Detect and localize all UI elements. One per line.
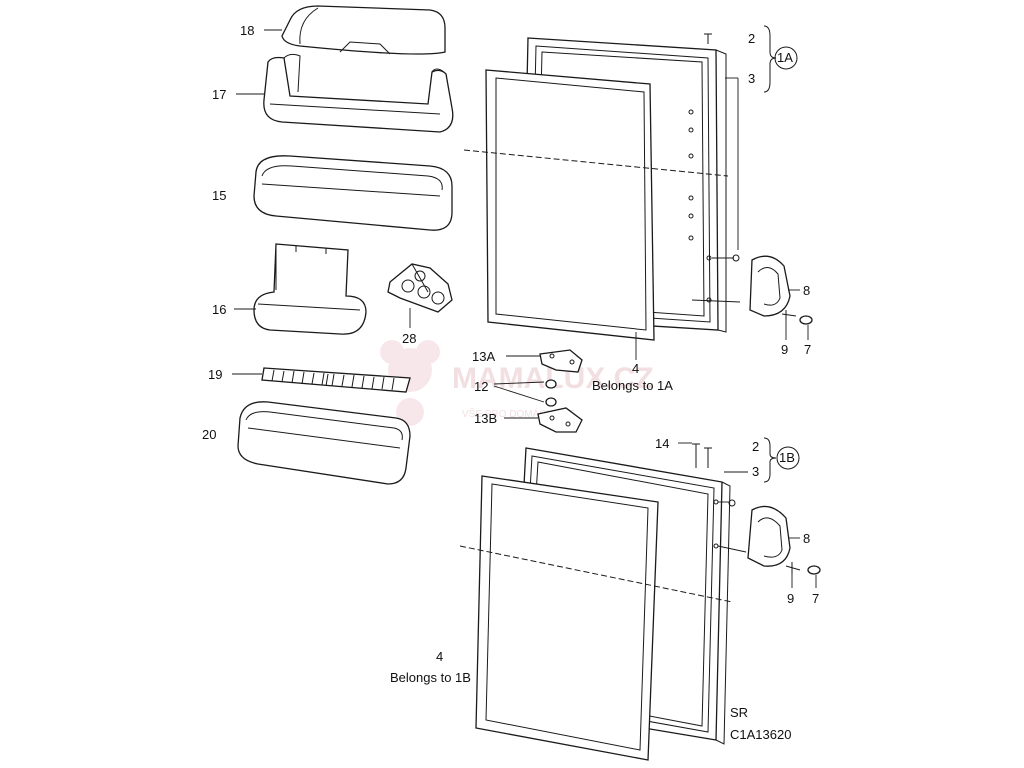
label-part-13a: 13A: [472, 349, 495, 364]
label-belongs-1b: Belongs to 1B: [390, 670, 471, 685]
brace-upper: [763, 25, 777, 93]
part-19-grille: [261, 367, 411, 393]
part-9-screw-upper: [781, 310, 797, 320]
label-part-2-lower: 2: [752, 439, 759, 454]
label-part-13b: 13B: [474, 411, 497, 426]
label-part-7-upper: 7: [804, 342, 811, 357]
part-13a-hinge: [539, 349, 583, 373]
label-part-9-upper: 9: [781, 342, 788, 357]
label-part-18: 18: [240, 23, 254, 38]
part-12-bushing: [545, 379, 557, 407]
label-belongs-1a: Belongs to 1A: [592, 378, 673, 393]
label-part-7-lower: 7: [812, 591, 819, 606]
part-16-small-bin: [253, 243, 367, 335]
drawing-code: C1A13620: [730, 727, 791, 742]
brace-lower: [763, 437, 777, 483]
label-part-4-lower: 4: [436, 649, 443, 664]
part-14-screws: [692, 443, 712, 468]
label-part-20: 20: [202, 427, 216, 442]
label-part-19: 19: [208, 367, 222, 382]
label-part-17: 17: [212, 87, 226, 102]
part-15-door-bin: [253, 155, 453, 231]
part-20-bottle-bin: [237, 401, 411, 485]
label-part-9-lower: 9: [787, 591, 794, 606]
label-part-8-upper: 8: [803, 283, 810, 298]
label-part-3-lower: 3: [752, 464, 759, 479]
part-13b-hinge: [537, 407, 583, 433]
label-part-16: 16: [212, 302, 226, 317]
upper-door-gasket-4: [485, 69, 655, 341]
label-part-12: 12: [474, 379, 488, 394]
label-part-28: 28: [402, 331, 416, 346]
label-part-8-lower: 8: [803, 531, 810, 546]
label-part-2-upper: 2: [748, 31, 755, 46]
lower-door-gasket-4: [475, 475, 659, 761]
label-group-1a: 1A: [777, 50, 793, 65]
part-17-door-shelf: [263, 53, 454, 133]
label-part-4-upper: 4: [632, 361, 639, 376]
part-9-screw-lower: [785, 562, 801, 574]
part-7-cap-lower: [807, 565, 821, 575]
label-part-3-upper: 3: [748, 71, 755, 86]
label-group-1b: 1B: [779, 450, 795, 465]
group-marker-1b: [776, 446, 800, 470]
part-18-shelf-lid: [281, 5, 446, 55]
part-8-handle-upper: [749, 255, 791, 317]
label-part-15: 15: [212, 188, 226, 203]
part-7-cap-upper: [799, 315, 813, 325]
label-part-14: 14: [655, 436, 669, 451]
group-marker-1a: [774, 46, 798, 70]
part-8-handle-lower: [747, 505, 791, 567]
part-28-egg-tray: [387, 263, 453, 313]
label-sr: SR: [730, 705, 748, 720]
